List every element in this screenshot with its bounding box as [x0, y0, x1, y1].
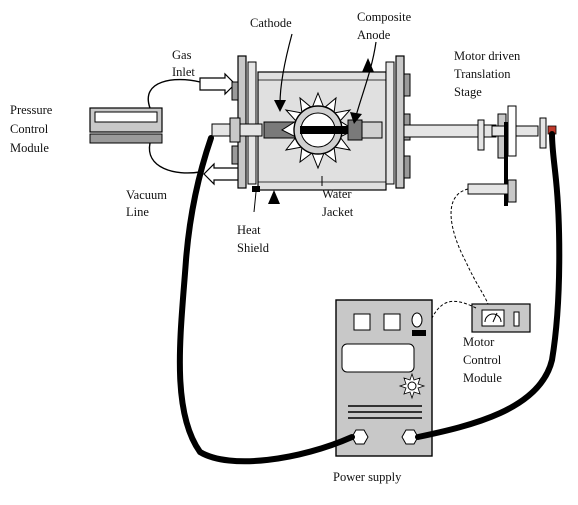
heat-shield-marker [252, 186, 260, 192]
label-cathode: Cathode [250, 16, 292, 30]
motor-control-module [471, 303, 531, 333]
label-power-supply: Power supply [333, 470, 402, 484]
label-line: Line [126, 205, 149, 219]
label-composite: Composite [357, 10, 412, 24]
label-water: Water [322, 187, 352, 201]
electrode-gap [300, 126, 348, 134]
cathode-cable [176, 135, 355, 465]
composite-anode [347, 119, 363, 141]
label-gas: Gas [172, 48, 192, 62]
label-stage: Stage [454, 85, 482, 99]
label-inlet: Inlet [172, 65, 195, 79]
gas-hose [147, 78, 201, 109]
gas-inlet-arrow [199, 72, 236, 96]
power-terminal-right [401, 429, 419, 445]
label-pressure: Pressure [10, 103, 53, 117]
label-jacket: Jacket [322, 205, 354, 219]
motor-control-wire [450, 188, 489, 305]
pressure-control-module [89, 107, 163, 144]
label-translation: Translation [454, 67, 511, 81]
power-supply [335, 299, 433, 457]
label-motor-module: Module [463, 371, 502, 385]
heat-shield-callout [253, 191, 257, 213]
translation-stage [467, 105, 557, 206]
top-marker [362, 58, 374, 72]
label-motor-driven: Motor driven [454, 49, 521, 63]
anode-cable [415, 131, 563, 440]
bottom-marker [268, 190, 280, 204]
vacuum-hose [148, 142, 201, 174]
label-motor-control: Control [463, 353, 502, 367]
label-control: Control [10, 122, 49, 136]
anode-callout [355, 41, 377, 117]
label-vacuum: Vacuum [126, 188, 167, 202]
label-anode: Anode [357, 28, 391, 42]
cathode-callout [279, 33, 293, 105]
label-heat: Heat [237, 223, 261, 237]
label-module: Module [10, 141, 49, 155]
vacuum-line-arrow [203, 162, 241, 186]
label-shield: Shield [237, 241, 270, 255]
label-motor: Motor [463, 335, 495, 349]
